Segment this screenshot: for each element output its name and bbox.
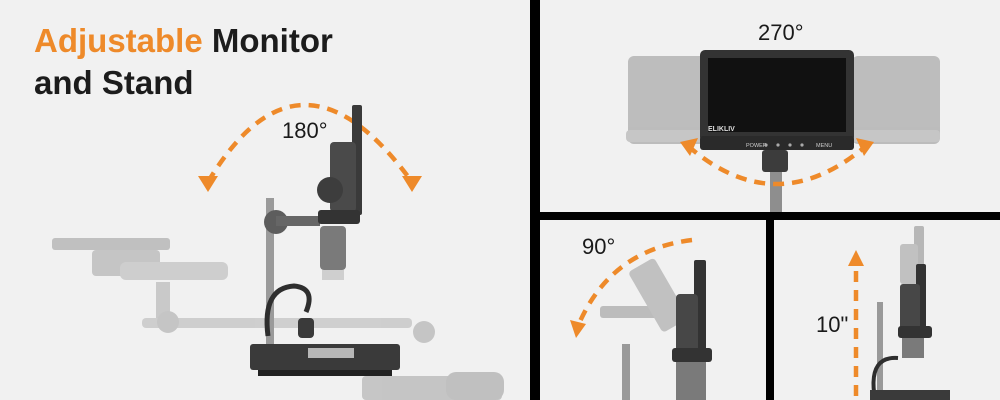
rotation-270-label: 270° bbox=[758, 20, 804, 45]
height-arrowhead-icon bbox=[848, 250, 864, 266]
monitor-hinge bbox=[317, 177, 343, 203]
headline: Adjustable Monitor and Stand bbox=[34, 20, 333, 104]
tilt-90-panel: 90° bbox=[540, 220, 766, 400]
button-dot bbox=[764, 143, 768, 147]
ghost-monitor-left bbox=[52, 238, 435, 343]
rotation-arc bbox=[686, 144, 868, 187]
rotation-arrowhead-left-icon bbox=[198, 176, 218, 192]
height-10in-label: 10" bbox=[816, 312, 849, 337]
monitor-mount bbox=[318, 210, 360, 224]
monitor-back bbox=[900, 284, 920, 332]
ghost-monitors bbox=[600, 258, 690, 332]
monitor-bezel-bottom bbox=[700, 136, 854, 150]
rotation-arrowhead-right-icon bbox=[856, 138, 874, 156]
rotation-270-panel: 270° ELIKLIV POWER MENU bbox=[540, 0, 1000, 212]
headline-line1-rest: Monitor bbox=[202, 22, 333, 59]
headline-line2: and Stand bbox=[34, 64, 194, 101]
power-label: POWER bbox=[746, 143, 767, 149]
stand-pole bbox=[266, 198, 274, 362]
button-dot bbox=[788, 143, 792, 147]
height-illustration bbox=[848, 226, 950, 400]
headline-accent: Adjustable bbox=[34, 22, 203, 59]
main-illustration bbox=[52, 102, 504, 400]
rotation-angle-label: 180° bbox=[282, 118, 328, 143]
monitor-mount bbox=[672, 348, 712, 362]
lens-body bbox=[902, 338, 924, 358]
lens-body bbox=[676, 362, 706, 400]
tilt-90-illustration bbox=[570, 237, 712, 400]
pole bbox=[622, 344, 630, 400]
monitor-screen bbox=[708, 58, 846, 132]
rotation-270-illustration: ELIKLIV POWER MENU bbox=[626, 50, 940, 212]
rotation-arrowhead-left-icon bbox=[680, 138, 698, 156]
button-dot bbox=[800, 143, 804, 147]
pole bbox=[770, 172, 782, 212]
button-dot bbox=[776, 143, 780, 147]
stand-base bbox=[870, 390, 950, 400]
rotation-arc bbox=[206, 102, 414, 184]
monitor-mount bbox=[762, 150, 788, 172]
light-head bbox=[298, 318, 314, 338]
height-10in-panel: 10" bbox=[774, 220, 1000, 400]
brand-logo: ELIKLIV bbox=[708, 126, 735, 133]
pole bbox=[877, 302, 883, 400]
lens-body bbox=[320, 226, 346, 270]
specimen-board bbox=[308, 348, 354, 358]
rotation-arrowhead-right-icon bbox=[402, 176, 422, 192]
monitor-back bbox=[676, 294, 698, 352]
gooseneck-light bbox=[264, 283, 312, 337]
tilt-arrowhead-icon bbox=[570, 320, 586, 338]
menu-label: MENU bbox=[816, 143, 832, 149]
main-panel: Adjustable Monitor and Stand 180° bbox=[0, 0, 530, 400]
lens-ring bbox=[322, 270, 344, 280]
monitor-mount bbox=[898, 326, 932, 338]
stand-foot bbox=[258, 370, 392, 376]
tilt-90-label: 90° bbox=[582, 234, 616, 259]
gooseneck-light bbox=[871, 355, 899, 393]
ghost-monitor-bottom bbox=[362, 372, 504, 400]
arm bbox=[276, 216, 320, 226]
